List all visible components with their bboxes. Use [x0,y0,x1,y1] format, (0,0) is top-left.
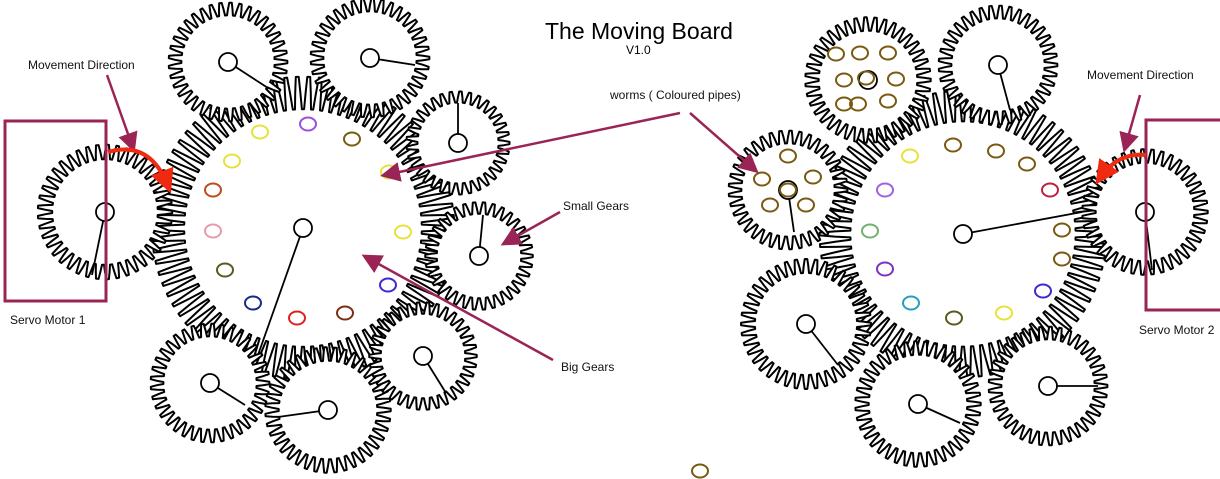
big-gear-left-spoke [257,227,304,356]
small-gear-axle [200,373,220,393]
small-gear-axle [908,394,928,414]
coloured-pipe [804,169,822,185]
coloured-pipe [1053,222,1071,238]
coloured-pipe [851,45,869,61]
annotation-arrow [689,112,759,174]
coloured-pipe [879,45,897,61]
coloured-pipe [691,463,709,479]
annotation-arrow [105,74,138,153]
coloured-pipe [394,224,412,240]
coloured-pipe [204,223,222,239]
big-gear-left-axle [293,218,313,238]
small-gear-axle [218,52,238,72]
coloured-pipe [944,137,962,153]
coloured-pipe [945,310,963,326]
page-title: The Moving Board [545,18,733,44]
big-gears-label: Big Gears [561,360,615,374]
coloured-pipe [857,70,875,86]
small-gear-axle [318,400,338,420]
small-gear-axle [448,133,468,153]
coloured-pipe [1034,283,1052,299]
servo-gear-left-spoke [91,211,106,276]
movement-arrow-right [1095,152,1147,185]
worms-label: worms ( Coloured pipes) [610,88,741,102]
big-gear-right-axle [953,224,973,244]
coloured-pipe [779,148,797,164]
movement-arrow-left [107,147,174,194]
coloured-pipe [876,182,894,198]
coloured-pipe [379,277,397,293]
annotation-arrow [380,111,681,182]
small-gear-axle [360,48,380,68]
annotation-arrow [1119,94,1142,153]
coloured-pipe [336,305,354,321]
coloured-pipe [1053,251,1071,267]
coloured-pipe [761,197,779,213]
coloured-pipe [879,93,897,109]
coloured-pipe [753,171,771,187]
annotation-arrow [361,254,554,362]
small-gear-axle [988,55,1008,75]
annotation-arrow [500,210,561,246]
coloured-pipe [835,96,853,112]
big-gear-right-spoke [962,211,1083,235]
coloured-pipe [987,143,1005,159]
coloured-pipe [995,305,1013,321]
coloured-pipe [902,295,920,311]
coloured-pipe [827,46,845,62]
coloured-pipe [797,197,815,213]
version-label: V1.0 [626,43,651,57]
small-gear-axle [1038,376,1058,396]
servo-motor-2-box [1144,118,1220,312]
servo-motor-1-label: Servo Motor 1 [10,313,86,327]
coloured-pipe [779,182,797,198]
coloured-pipe [861,223,879,239]
coloured-pipe [204,182,222,198]
coloured-pipe [299,116,317,132]
coloured-pipe [887,71,905,87]
servo-motor-2-label: Servo Motor 2 [1139,323,1215,337]
coloured-pipe [251,124,269,140]
coloured-pipe [216,262,234,278]
coloured-pipe [849,96,867,112]
coloured-pipe [876,261,894,277]
small-gear-axle [413,346,433,366]
coloured-pipe [288,310,306,326]
movement-direction-label-left: Movement Direction [28,58,135,72]
coloured-pipe [901,148,919,164]
servo-motor-1-box [3,119,108,303]
small-gear-axle [469,246,489,266]
movement-direction-label-right: Movement Direction [1087,68,1194,82]
coloured-pipe [835,72,853,88]
small-gear-axle [796,314,816,334]
coloured-pipe [1018,156,1036,172]
small-gears-label: Small Gears [563,199,630,213]
coloured-pipe [244,295,262,311]
coloured-pipe [343,131,361,147]
coloured-pipe [223,153,241,169]
coloured-pipe [1041,182,1059,198]
